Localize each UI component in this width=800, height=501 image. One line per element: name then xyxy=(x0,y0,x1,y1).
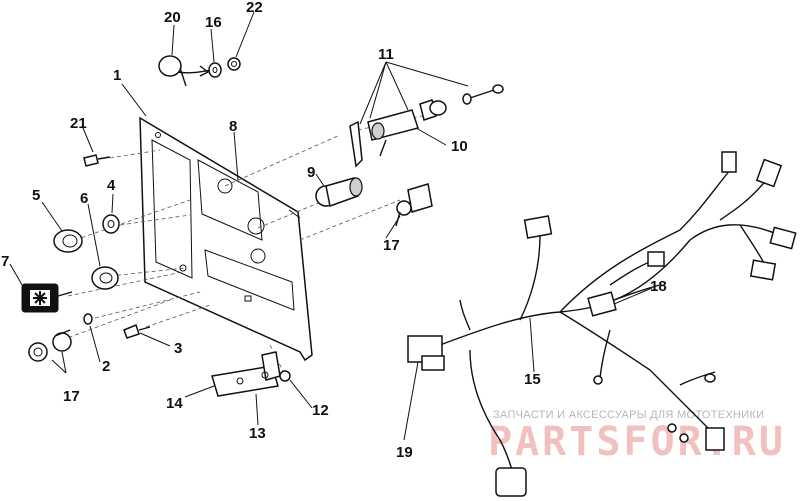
callout-12: 12 xyxy=(312,402,329,419)
callout-8: 8 xyxy=(229,118,237,135)
harness-connectors xyxy=(407,151,797,497)
ignition-switch-10 xyxy=(349,84,504,168)
callout-2: 2 xyxy=(102,358,110,375)
callout-3: 3 xyxy=(174,340,182,357)
toggle-switch-17 xyxy=(395,183,433,227)
instrument-panel xyxy=(139,116,313,362)
callout-14: 14 xyxy=(166,395,183,412)
callout-18: 18 xyxy=(650,278,667,295)
callout-10: 10 xyxy=(451,138,468,155)
lanyard-20 xyxy=(158,55,213,87)
callout-15: 15 xyxy=(524,371,541,388)
callout-22: 22 xyxy=(246,0,263,16)
watermark-brand: PARTSFOR.RU xyxy=(488,419,786,465)
callout-20: 20 xyxy=(164,9,181,26)
nut-22 xyxy=(227,57,241,71)
callout-7: 7 xyxy=(1,253,9,270)
watermark: ЗАПЧАСТИ И АКСЕССУАРЫ ДЛЯ МОТОТЕХНИКИ PA… xyxy=(488,409,786,465)
callout-4: 4 xyxy=(107,177,116,194)
callout-11: 11 xyxy=(378,46,394,63)
bracket-13-14 xyxy=(211,351,281,397)
callout-13: 13 xyxy=(249,425,266,442)
switch-cap-7 xyxy=(21,283,73,313)
callout-6: 6 xyxy=(80,190,88,207)
screw-21 xyxy=(83,154,111,167)
nut-6 xyxy=(91,266,119,290)
washer-4 xyxy=(102,214,120,234)
callout-19: 19 xyxy=(396,444,413,461)
callout-21: 21 xyxy=(70,115,87,132)
lamp-socket-17 xyxy=(28,329,72,362)
callout-9: 9 xyxy=(307,164,315,181)
callout-5: 5 xyxy=(32,187,40,204)
nut-5 xyxy=(53,229,83,253)
washer-16 xyxy=(208,62,222,78)
watermark-tagline: ЗАПЧАСТИ И АКСЕССУАРЫ ДЛЯ МОТОТЕХНИКИ xyxy=(493,409,764,421)
leader-lines xyxy=(9,11,653,441)
washer-2 xyxy=(83,313,93,325)
callout-17-socket: 17 xyxy=(63,388,80,405)
nut-12 xyxy=(279,370,291,382)
screw-3 xyxy=(123,323,151,339)
callout-1: 1 xyxy=(113,67,121,84)
indicator-lamp-9 xyxy=(315,177,363,207)
callout-17-toggle: 17 xyxy=(383,237,400,254)
callout-16: 16 xyxy=(205,14,222,31)
callout-labels: 1 2 3 4 5 6 7 8 9 10 11 12 13 14 15 16 1… xyxy=(1,0,667,461)
